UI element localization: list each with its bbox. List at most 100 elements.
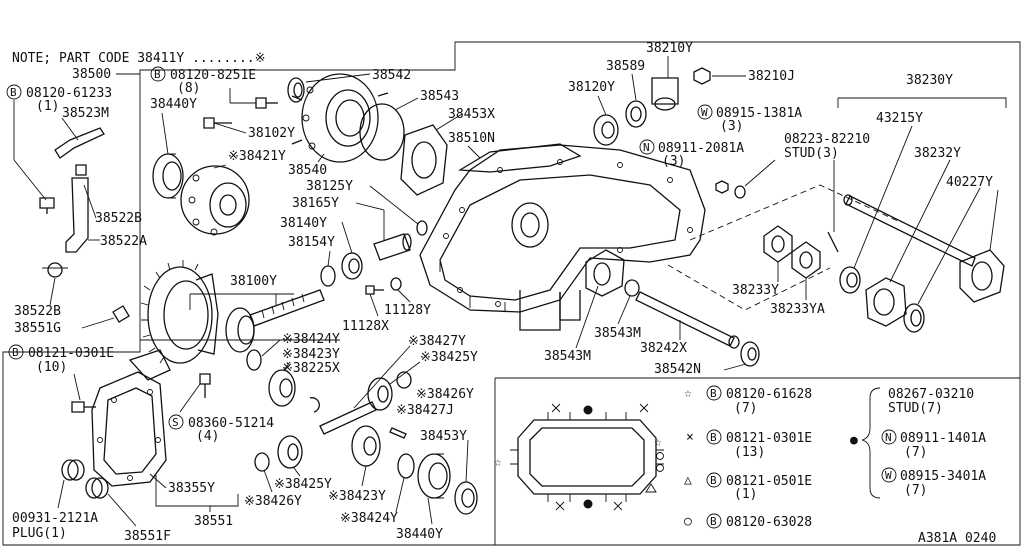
legend-nut-code: 08911-1401A [900,431,986,446]
part-38551G: 38551G [14,321,61,336]
gear-carrier-housing-38510N [419,143,706,331]
legend-cross-code: 08121-0301E [726,431,812,446]
legend-star-qty: (7) [734,401,757,416]
bearing-retainer-38540 [291,73,389,163]
part-08120-61233: 08120-61233 [26,86,112,101]
pinion-shaft-38427Y [319,345,411,435]
pin-38427J [389,427,407,439]
diff-case-38421Y [180,164,250,236]
washer-11128Y [390,277,402,291]
rear-cover-38355Y [91,349,171,487]
bolt-08360-51214 [179,373,211,413]
part-38453Y: 38453Y [420,429,467,444]
flange-38210Y [651,56,679,111]
part-38427Y: ※38427Y [408,334,466,349]
washer-38424Y-top [246,349,262,371]
leader-11128Y [397,289,411,303]
clamp-38522B [42,262,68,278]
legend-gasket-illustration [510,403,664,511]
b-prefix-icon: B [6,84,22,100]
part-08121-0301E: 08121-0301E [28,346,114,361]
seal-38542N [723,341,760,371]
part-11128Y: 11128Y [384,303,431,318]
o-ring-38543 [359,97,419,161]
bearing-38440Y-bottom [417,453,451,525]
qty-08121-0301E: (10) [36,360,67,375]
legend-nut-qty: (7) [904,445,927,460]
legend-star-mark-left: ☆ [494,455,502,470]
part-08915-1381A: 08915-1381A [716,106,802,121]
part-38522B-top: 38522B [95,211,142,226]
axle-dash-box [667,184,901,311]
part-38230Y: 38230Y [906,73,953,88]
part-38425Y-top: ※38425Y [420,350,478,365]
part-38232Y: 38232Y [914,146,961,161]
bearing-38440Y-top [152,112,184,199]
tube-38242X [635,291,740,349]
part-38542N: 38542N [654,362,701,377]
part-38242X: 38242X [640,341,687,356]
b-prefix-icon-3: B [8,344,24,360]
part-38543: 38543 [420,89,459,104]
qty-08360-51214: (4) [196,429,219,444]
bracket-38230Y [837,97,1007,108]
qty-08915-1381A: (3) [720,119,743,134]
legend-star-code: 08120-61628 [726,387,812,402]
part-00931-2121A: 00931-2121A [12,511,98,526]
svg-text:W: W [701,106,708,119]
part-38210J: 38210J [748,69,795,84]
bolt-11128X [365,285,384,317]
part-38424Y-bottom: ※38424Y [340,511,398,526]
b-prefix-icon-legend-4: B [706,513,722,529]
part-38210Y: 38210Y [646,41,693,56]
w-prefix-icon-legend: W [881,467,897,483]
part-38165Y: 38165Y [292,196,339,211]
leader-38510N [467,145,481,159]
washer-38125Y [416,220,428,236]
part-38233Y: 38233Y [732,283,779,298]
seal-38543M [585,249,640,297]
bolt-38102Y [203,117,247,134]
stud-08223-82210 [827,160,839,253]
bracket-38523M [54,117,105,159]
plug-00931-2121A [57,459,85,509]
part-38423Y-top: ※38423Y [282,347,340,362]
oil-seal-right [903,187,981,333]
part-43215Y: 43215Y [876,111,923,126]
part-38542: 38542 [372,68,411,83]
note-text: NOTE; PART CODE 38411Y ........※ [12,51,266,66]
qty-08120-61233: (1) [36,99,59,114]
svg-text:B: B [710,387,717,400]
leader-38543M-a [617,295,631,325]
washer-38424Y-bottom [395,453,415,513]
part-08120-8251E: 08120-8251E [170,68,256,83]
figure-code: A381A 0240 [918,531,996,546]
pinion-gear-38425Y-bottom [277,435,303,477]
leader-38522B-bottom [49,277,56,306]
legend-circle-code: 08120-63028 [726,515,812,530]
leader-38426Y-bottom [263,469,273,493]
gasket-38233Y [763,225,793,282]
legend-stud-code: 08267-03210 [888,387,974,402]
part-38125Y: 38125Y [306,179,353,194]
side-gear-38423Y-top [268,361,296,407]
oil-seal-38542 [287,73,371,103]
part-40227Y: 40227Y [946,175,993,190]
nut-38210J [693,67,746,85]
legend-dot-icon: ● [850,433,858,448]
legend-washer-code: 08915-3401A [900,469,986,484]
part-38551F: 38551F [124,529,171,544]
svg-text:B: B [10,86,17,99]
part-38540: 38540 [288,163,327,178]
bolt-08120-61233 [13,100,55,214]
part-38551: 38551 [194,514,233,529]
legend-star-icon: ☆ [684,386,692,401]
part-38233YA: 38233YA [770,302,825,317]
part-38543M-a: 38543M [594,326,641,341]
bracket-38100Y [189,293,294,310]
legend-stud-label: STUD(7) [888,401,943,416]
n-prefix-icon: N [639,139,655,155]
part-38522A: 38522A [100,234,147,249]
main-frame [2,41,1021,546]
nut-08911-2081A [715,159,776,199]
